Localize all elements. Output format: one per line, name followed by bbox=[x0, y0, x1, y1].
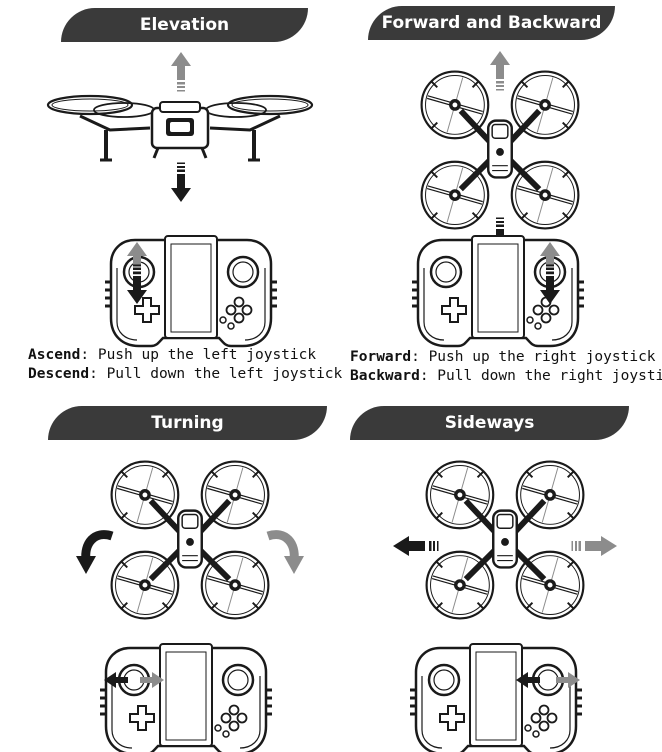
forward-arrow-icon bbox=[490, 51, 510, 91]
elevation-banner: Elevation bbox=[61, 8, 308, 42]
forward-drone-illustration bbox=[395, 51, 605, 257]
sideways-drone-illustration bbox=[393, 450, 617, 630]
turning-controller bbox=[98, 642, 274, 752]
ascend-term: Ascend bbox=[28, 347, 81, 363]
forward-controller bbox=[410, 234, 586, 348]
sideways-controller bbox=[408, 642, 584, 752]
elevation-caption: Ascend: Push up the left joystick Descen… bbox=[28, 346, 342, 384]
descend-text: : Pull down the left joystick bbox=[89, 366, 343, 382]
forward-caption: Forward: Push up the right joystick Back… bbox=[350, 348, 662, 386]
ascend-text: : Push up the left joystick bbox=[80, 347, 317, 363]
backward-line: Backward: Pull down the right joystick bbox=[350, 367, 662, 386]
backward-term: Backward bbox=[350, 368, 420, 384]
left-stick-left-arrow-icon bbox=[104, 672, 128, 688]
descend-line: Descend: Pull down the left joystick bbox=[28, 365, 342, 384]
right-stick-right-arrow-icon bbox=[556, 672, 580, 688]
ascend-line: Ascend: Push up the left joystick bbox=[28, 346, 342, 365]
turning-banner: Turning bbox=[48, 406, 327, 440]
sideways-title: Sideways bbox=[444, 413, 535, 433]
move-right-arrow-icon bbox=[571, 536, 617, 556]
right-stick-left-arrow-icon bbox=[516, 672, 540, 688]
drone-side-view bbox=[46, 94, 314, 162]
backward-text: : Pull down the right joystick bbox=[419, 368, 662, 384]
left-stick-right-arrow-icon bbox=[140, 672, 164, 688]
ascend-arrow-icon bbox=[171, 52, 191, 92]
elevation-controller bbox=[103, 234, 279, 348]
move-left-arrow-icon bbox=[393, 536, 439, 556]
forward-text: : Push up the right joystick bbox=[411, 349, 656, 365]
forward-line: Forward: Push up the right joystick bbox=[350, 348, 662, 367]
turning-title: Turning bbox=[151, 413, 224, 433]
rotate-right-arrow-icon bbox=[266, 530, 304, 574]
elevation-title: Elevation bbox=[139, 15, 230, 35]
rotate-left-arrow-icon bbox=[76, 530, 114, 574]
turning-drone-illustration bbox=[76, 450, 304, 630]
elevation-drone-illustration bbox=[46, 52, 314, 202]
sideways-banner: Sideways bbox=[350, 406, 629, 440]
descend-term: Descend bbox=[28, 366, 90, 382]
forward-term: Forward bbox=[350, 349, 412, 365]
descend-arrow-icon bbox=[171, 162, 191, 202]
forward-backward-title: Forward and Backward bbox=[381, 13, 602, 33]
forward-backward-banner: Forward and Backward bbox=[368, 6, 615, 40]
